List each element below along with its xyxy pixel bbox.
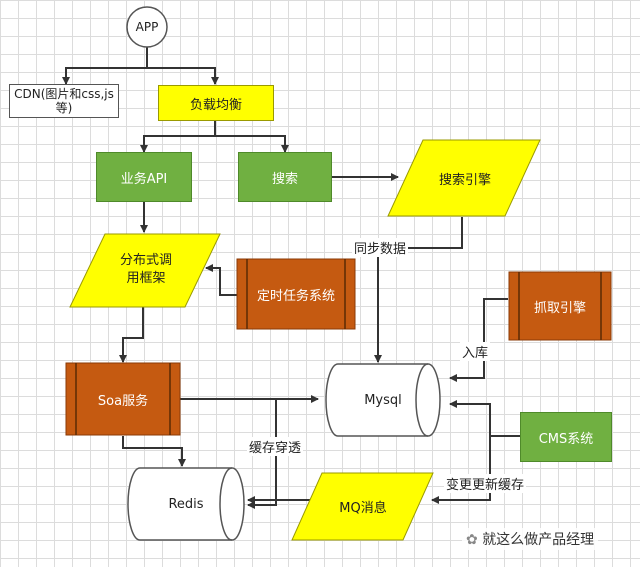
soa-service-shape — [65, 362, 181, 436]
soa-service-node: Soa服务 — [97, 393, 149, 409]
search-engine-node: 搜索引擎 — [438, 172, 491, 188]
edge-engine-to-mysql — [374, 217, 463, 363]
business-api-node: 业务API — [96, 152, 192, 202]
app-node: APP — [135, 20, 159, 34]
scheduled-tasks-shape — [236, 258, 356, 330]
redis-node: Redis — [168, 496, 204, 512]
mq-node: MQ消息 — [339, 500, 387, 516]
redis-cylinder — [127, 467, 245, 541]
ingest-label: 入库 — [460, 342, 491, 361]
edge-soa-to-redis — [122, 436, 186, 467]
edge-framework-to-soa — [119, 307, 144, 363]
watermark: ✿ 就这么做产品经理 — [462, 528, 599, 550]
distributed-framework-shape — [69, 233, 221, 308]
search-engine-shape — [387, 139, 541, 217]
crawler-engine-shape — [508, 271, 612, 341]
crawler-engine-node: 抓取引擎 — [533, 300, 586, 316]
edge-to-search — [215, 135, 289, 153]
app-circle — [126, 6, 168, 48]
edge-to-business-api — [140, 135, 215, 153]
cms-node: CMS系统 — [520, 412, 612, 462]
cache-penetration-label: 缓存穿透 — [247, 437, 304, 456]
watermark-text: 就这么做产品经理 — [482, 532, 595, 548]
edge-cms-to-mysql — [449, 400, 520, 437]
edge-tasks-to-framework — [205, 264, 237, 296]
search-node: 搜索 — [238, 152, 332, 202]
wechat-icon: ✿ — [466, 532, 483, 548]
edge-to-load-balancer — [147, 67, 219, 85]
edge-to-cdn — [62, 67, 147, 85]
load-balancer-node: 负载均衡 — [158, 85, 274, 121]
sync-data-label: 同步数据 — [352, 238, 409, 257]
mysql-cylinder — [325, 363, 441, 437]
scheduled-tasks-node: 定时任务系统 — [256, 288, 335, 304]
cdn-node: CDN(图片和css,js等) — [9, 84, 119, 118]
mysql-node: Mysql — [364, 392, 402, 408]
edge-crawler-to-mysql — [449, 298, 508, 382]
distributed-framework-node: 分布式调用框架 — [119, 253, 172, 286]
update-cache-label: 变更更新缓存 — [444, 474, 527, 493]
mq-shape — [291, 472, 434, 541]
edge-cms-to-mq — [431, 436, 491, 504]
